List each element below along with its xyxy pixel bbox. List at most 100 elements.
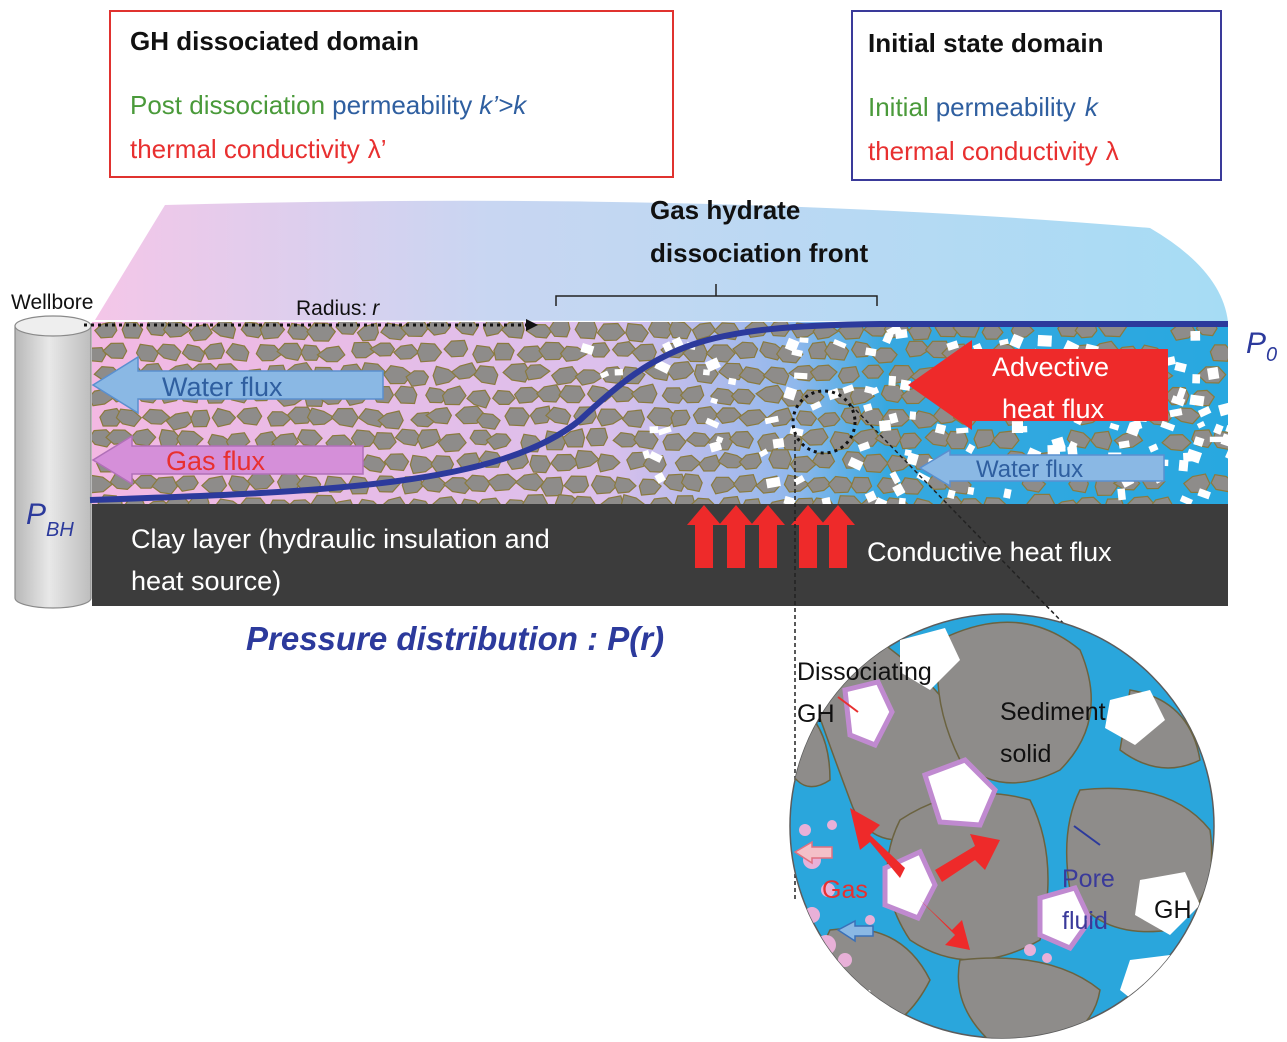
sediment-grain bbox=[563, 475, 590, 494]
hydrate-particle bbox=[1170, 395, 1186, 407]
sediment-grain bbox=[570, 495, 596, 504]
sediment-grain bbox=[358, 498, 377, 504]
hydrate-particle bbox=[946, 340, 960, 351]
hydrate-particle bbox=[783, 386, 798, 401]
sediment-grain bbox=[464, 474, 492, 493]
sediment-grain bbox=[874, 428, 902, 448]
sediment-grain bbox=[910, 410, 940, 429]
sediment-grain bbox=[646, 407, 678, 427]
hydrate-particle bbox=[1176, 387, 1187, 400]
sediment-grain bbox=[393, 344, 420, 360]
sediment-grain bbox=[472, 344, 496, 364]
sediment-grain bbox=[1026, 493, 1056, 504]
advective-line1: Advective bbox=[992, 352, 1109, 382]
sediment-grain bbox=[289, 499, 312, 504]
sediment-grain bbox=[596, 408, 624, 427]
hydrate-particle bbox=[654, 359, 671, 374]
hydrate-particle bbox=[810, 400, 822, 411]
hydrate-particle bbox=[1189, 394, 1205, 407]
sediment-grain bbox=[837, 495, 863, 504]
hydrate-particle bbox=[1197, 488, 1211, 500]
sediment-grain bbox=[612, 431, 641, 448]
sediment-grain bbox=[768, 449, 793, 470]
sediment-grain bbox=[476, 412, 501, 430]
sediment-grain bbox=[461, 498, 479, 504]
hydrate-particle bbox=[793, 474, 806, 486]
sediment-grain bbox=[685, 431, 712, 447]
sediment-grain bbox=[236, 406, 263, 426]
hydrate-particle bbox=[864, 490, 878, 503]
sediment-grain bbox=[102, 342, 128, 360]
sediment-grain bbox=[151, 476, 179, 495]
sediment-grain bbox=[425, 406, 453, 425]
sediment-grain bbox=[1209, 344, 1228, 362]
hydrate-particle bbox=[614, 369, 624, 376]
hydrate-particle bbox=[1118, 440, 1130, 449]
sediment-grain bbox=[662, 432, 687, 451]
hydrate-particle bbox=[1213, 423, 1224, 435]
water-flux-right-arrow bbox=[918, 448, 1165, 488]
sediment-grain bbox=[1057, 499, 1078, 504]
pressure-curve bbox=[89, 321, 1228, 503]
hydrate-particle bbox=[1174, 361, 1187, 373]
sediment-grain bbox=[600, 495, 624, 504]
hydrate-particle bbox=[889, 471, 901, 485]
sediment-grain bbox=[181, 343, 206, 363]
sediment-grain bbox=[611, 340, 637, 357]
sediment-grain bbox=[306, 407, 336, 426]
hydrate-particle bbox=[892, 483, 906, 497]
sediment-grain bbox=[668, 322, 693, 340]
sediment-grain bbox=[473, 365, 499, 386]
sediment-grain bbox=[538, 341, 568, 361]
sediment-grain bbox=[945, 430, 969, 450]
sediment-grain bbox=[728, 430, 754, 449]
clay-line2: heat source) bbox=[131, 566, 281, 596]
hydrate-particle bbox=[1190, 330, 1201, 341]
hydrate-particle bbox=[1117, 488, 1126, 501]
sediment-grain bbox=[92, 474, 114, 494]
sediment-grain bbox=[188, 323, 213, 342]
sediment-grain bbox=[691, 322, 717, 341]
sediment-grain bbox=[350, 429, 378, 448]
hydrate-particle bbox=[1011, 421, 1023, 433]
sediment-grain bbox=[1161, 433, 1192, 452]
advective-heat-flux-arrow bbox=[908, 340, 1168, 430]
conductive-heat-arrow bbox=[821, 505, 855, 568]
front-label-line2: dissociation front bbox=[650, 238, 868, 268]
sediment-grain bbox=[710, 476, 737, 495]
sediment-grain bbox=[225, 342, 250, 362]
sediment-grain bbox=[372, 431, 397, 450]
sediment-grain bbox=[383, 453, 410, 472]
water-flux-left-arrow bbox=[91, 355, 384, 415]
sediment-grain bbox=[807, 341, 829, 360]
sediment-grain bbox=[1151, 496, 1173, 504]
sediment-grain bbox=[156, 343, 182, 362]
sediment-grain bbox=[574, 322, 598, 340]
sediment-grain bbox=[393, 385, 418, 405]
radius-label: Radius:r bbox=[296, 297, 380, 320]
conductive-heat-arrow bbox=[719, 505, 753, 568]
sediment-grain bbox=[286, 406, 314, 425]
hydrate-particle bbox=[865, 347, 877, 357]
hydrate-particle bbox=[1109, 422, 1120, 431]
sediment-grain bbox=[529, 454, 552, 474]
sediment-grain bbox=[886, 454, 912, 473]
sediment-grain bbox=[621, 409, 646, 429]
sediment-grain bbox=[409, 454, 436, 475]
sediment-grain bbox=[441, 385, 467, 406]
sediment-grain bbox=[880, 384, 905, 403]
sediment-grain bbox=[514, 472, 545, 492]
sediment-grain bbox=[650, 496, 673, 504]
sediment-grain bbox=[718, 495, 741, 504]
sediment-grain bbox=[270, 499, 291, 504]
sediment-grain bbox=[717, 451, 748, 469]
hydrate-particle bbox=[704, 357, 721, 373]
sediment-grain bbox=[737, 409, 768, 427]
conductive-heat-arrow bbox=[687, 505, 721, 568]
sediment-grain bbox=[216, 498, 238, 504]
sediment-grain bbox=[425, 322, 451, 336]
hydrate-particle bbox=[965, 443, 976, 455]
sediment-grain bbox=[525, 323, 553, 339]
